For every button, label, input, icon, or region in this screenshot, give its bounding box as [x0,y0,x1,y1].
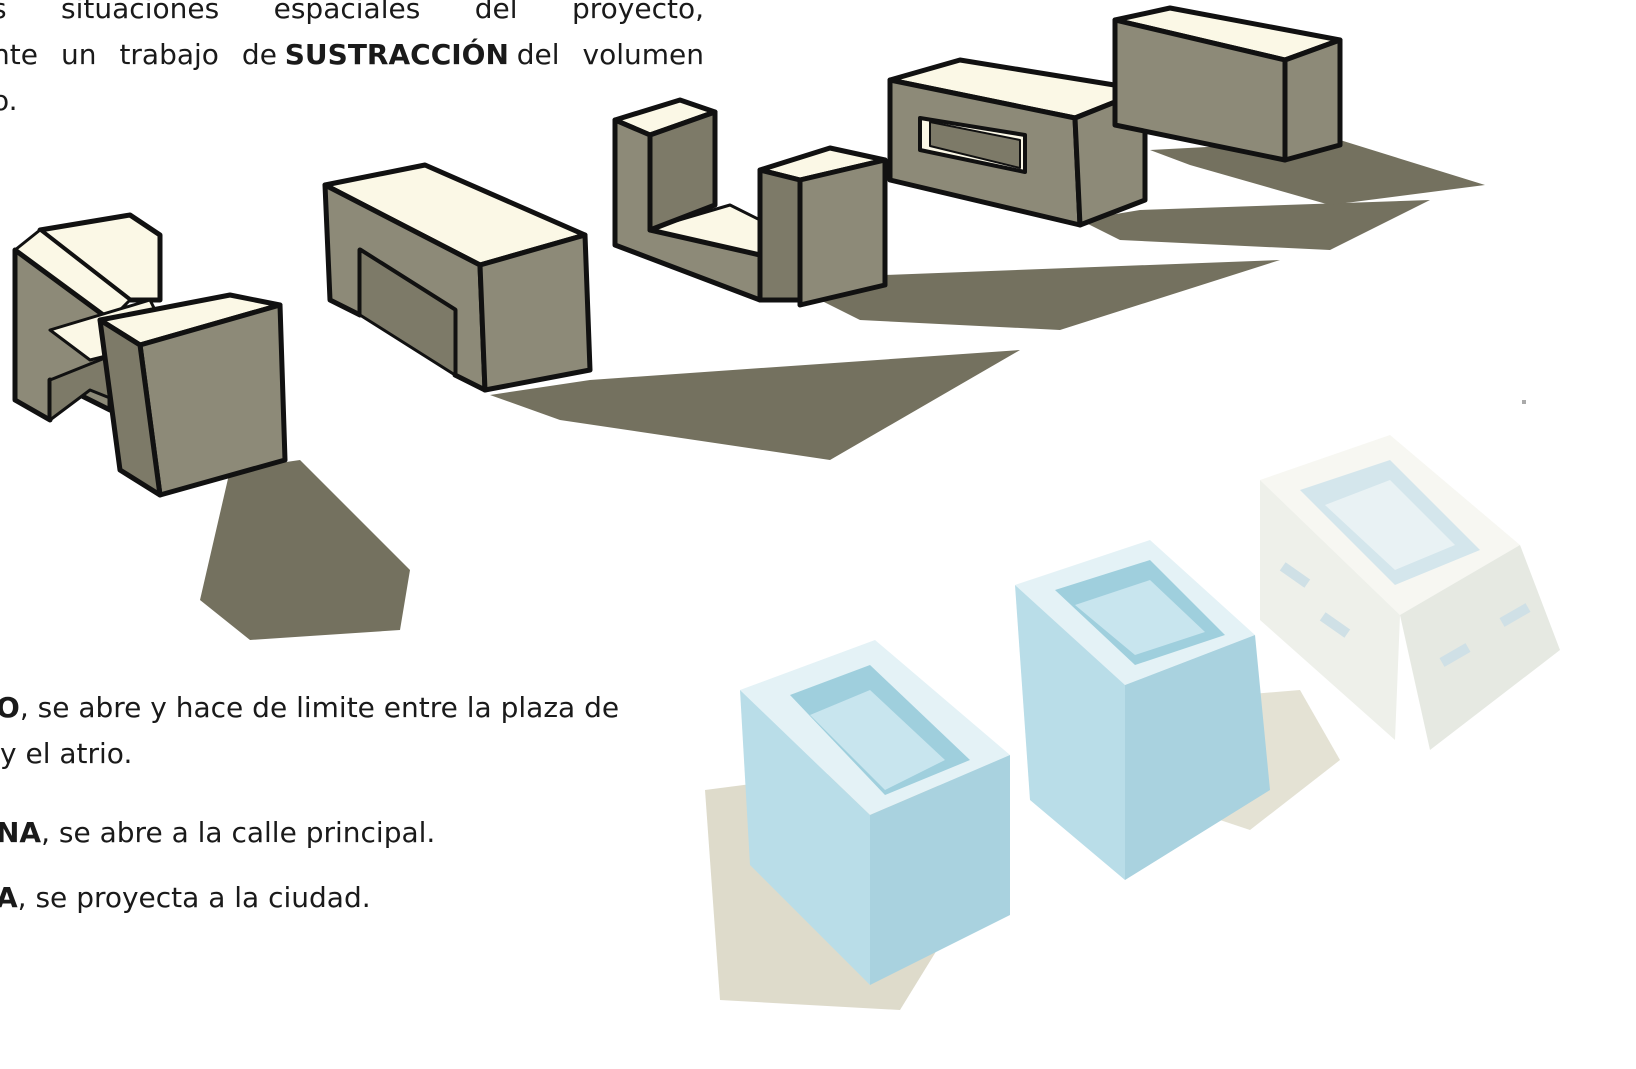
block-u-shape [612,97,1280,330]
block-arch [322,162,1020,460]
block-shadow [490,350,1020,460]
intro-paragraph: s situaciones espaciales del proyecto, n… [0,0,704,124]
block-shadow [200,460,410,640]
list-item-2: NA, se abre a la calle principal. [0,816,436,849]
intro-line-1: s situaciones espaciales del proyecto, [0,0,704,25]
speck [1522,400,1526,404]
model-blue-1 [740,640,1010,985]
block-solid [1112,5,1485,205]
list-item-3: A, se proyecta a la ciudad. [0,881,371,914]
intro-line-3: o. [0,84,18,117]
block-shadow [1080,200,1430,250]
keyword-sustraccion: SUSTRACCIÓN [284,38,509,71]
physical-models-photo [705,400,1560,1010]
model-blue-2 [1015,540,1270,880]
list-item-1: O, se abre y hace de limite entre la pla… [0,691,620,770]
block-shadow [1150,140,1485,205]
block-shadow [800,260,1280,330]
block-h-shape [12,212,410,640]
block-window [887,57,1430,250]
model-white-3 [1260,435,1560,750]
